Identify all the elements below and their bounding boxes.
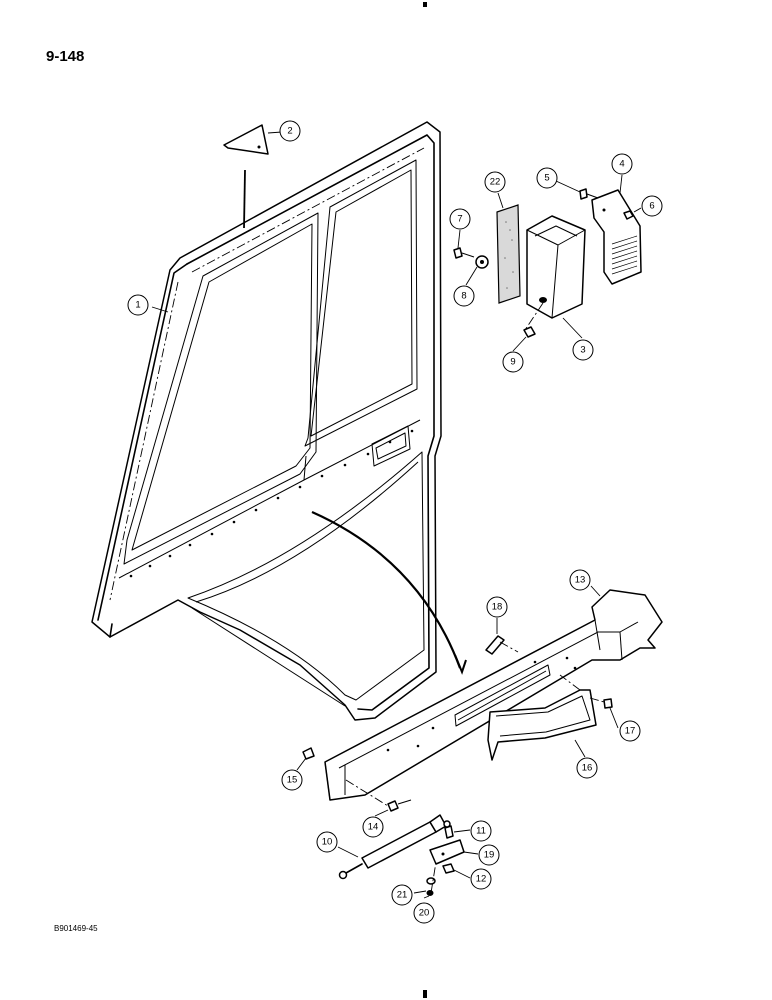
screw-and-washer: [453, 247, 489, 269]
callout-5: 5: [536, 167, 558, 189]
callout-10: 10: [316, 831, 338, 853]
callout-12: 12: [470, 868, 492, 890]
bolt: [345, 779, 412, 812]
mounting-bracket: [591, 189, 642, 285]
svg-text:9: 9: [510, 357, 515, 368]
nut: [523, 326, 536, 338]
svg-text:22: 22: [490, 177, 501, 188]
svg-text:5: 5: [544, 173, 549, 184]
callout-22: 22: [484, 171, 506, 193]
strut-bracket: [429, 839, 465, 865]
svg-text:20: 20: [419, 908, 430, 919]
page-number: 9-148: [46, 48, 85, 65]
svg-text:21: 21: [397, 890, 408, 901]
svg-text:10: 10: [322, 837, 333, 848]
clip: [302, 747, 315, 760]
callout-21: 21: [391, 884, 413, 906]
svg-text:19: 19: [484, 850, 495, 861]
reflector-strip: [496, 204, 521, 304]
callout-15: 15: [281, 769, 303, 791]
callout-2: 2: [279, 120, 301, 142]
registration-mark-bottom: [423, 990, 427, 998]
sill-rail: [324, 589, 663, 801]
clip: [485, 635, 519, 655]
svg-text:6: 6: [649, 201, 654, 212]
nut: [426, 861, 437, 896]
registration-mark-top: [423, 2, 427, 7]
svg-text:13: 13: [575, 575, 586, 586]
callout-14: 14: [362, 816, 384, 838]
callout-7: 7: [449, 208, 471, 230]
callout-8: 8: [453, 285, 475, 307]
nut: [442, 863, 455, 874]
svg-text:2: 2: [287, 126, 292, 137]
svg-text:11: 11: [476, 826, 486, 837]
svg-text:15: 15: [287, 775, 298, 786]
callout-19: 19: [478, 844, 500, 866]
corner-cover: [223, 124, 269, 155]
callout-16: 16: [576, 757, 598, 779]
light-housing: [524, 215, 586, 331]
ball-stud: [443, 820, 454, 839]
svg-text:18: 18: [492, 602, 503, 613]
handle-bracket: [487, 674, 597, 761]
callout-17: 17: [619, 720, 641, 742]
svg-text:12: 12: [476, 874, 487, 885]
callout-18: 18: [486, 596, 508, 618]
callout-3: 3: [572, 339, 594, 361]
bolt: [579, 188, 599, 200]
svg-text:8: 8: [461, 291, 466, 302]
bolt: [589, 697, 613, 709]
svg-text:1: 1: [135, 300, 140, 311]
callout-1: 1: [127, 294, 149, 316]
svg-text:4: 4: [619, 159, 624, 170]
callout-13: 13: [569, 569, 591, 591]
svg-text:17: 17: [625, 726, 636, 737]
assembly-line: [311, 510, 462, 669]
svg-text:3: 3: [580, 345, 585, 356]
callout-4: 4: [611, 153, 633, 175]
callout-6: 6: [641, 195, 663, 217]
callout-20: 20: [413, 902, 435, 924]
svg-text:14: 14: [368, 822, 379, 833]
callout-11: 11: [470, 820, 492, 842]
callout-9: 9: [502, 351, 524, 373]
figure-code: B901469-45: [54, 924, 98, 933]
cab-side-frame: [91, 121, 442, 721]
nut: [623, 210, 634, 220]
svg-text:16: 16: [582, 763, 593, 774]
svg-text:7: 7: [457, 214, 462, 225]
washer: [426, 877, 436, 885]
gas-strut: [338, 814, 451, 880]
